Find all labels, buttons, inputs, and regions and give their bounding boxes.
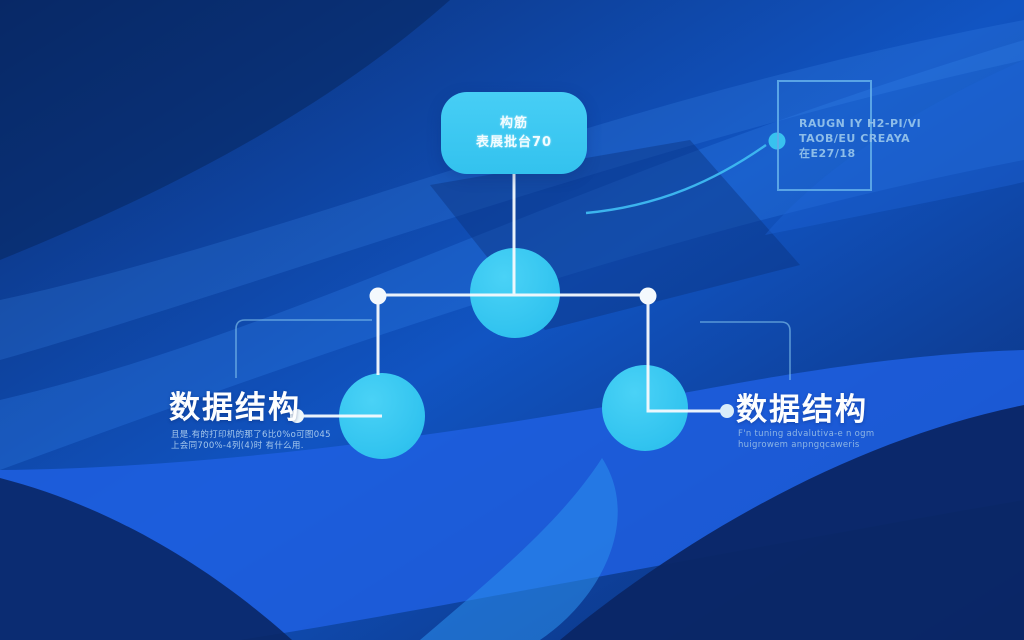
node-circle-center — [470, 248, 560, 338]
root-node-line1: 构筋 — [499, 115, 528, 131]
annotation-line2: TAOB/EU CREAYA — [799, 132, 911, 145]
wave-bottomleft-dark — [0, 478, 292, 640]
left-branch-desc-line2: 上会同700%-4列(4)时 有什么用. — [171, 441, 304, 451]
wave-right-accent — [765, 60, 1024, 235]
annotation-text: RAUGN IY H2-PI/VI TAOB/EU CREAYA 在E27/18 — [799, 116, 921, 161]
wave-bottomright-dark — [560, 405, 1024, 640]
root-node: 构筋 表展批台70 — [441, 92, 587, 174]
annotation-box: RAUGN IY H2-PI/VI TAOB/EU CREAYA 在E27/18 — [777, 80, 921, 191]
node-circle-right — [602, 365, 688, 451]
wave-bottom-bright — [0, 350, 1024, 640]
left-branch-title: 数据结构 — [169, 390, 301, 426]
wave-topleft-dark — [0, 0, 450, 260]
left-branch-description: 且是.有的打印机的那了6比0%o可图045 上会同700%-4列(4)时 有什么… — [171, 430, 331, 452]
right-branch-description: F'n tuning advalutiva-e n ogm huigrowem … — [738, 429, 874, 451]
node-circle-left — [339, 373, 425, 459]
wave-bottom-cyan-sliver — [420, 458, 618, 640]
annotation-line3: 在E27/18 — [799, 147, 856, 160]
left-branch-desc-line1: 且是.有的打印机的那了6比0%o可图045 — [171, 430, 331, 440]
annotation-line1: RAUGN IY H2-PI/VI — [799, 117, 922, 130]
right-branch-desc-line1: F'n tuning advalutiva-e n ogm — [738, 429, 875, 439]
root-node-line2: 表展批台70 — [475, 134, 553, 150]
wave-upper-highlight — [0, 20, 1024, 360]
right-branch-title: 数据结构 — [736, 392, 868, 428]
right-branch-desc-line2: huigrowem anpngqcaweris — [738, 440, 860, 450]
